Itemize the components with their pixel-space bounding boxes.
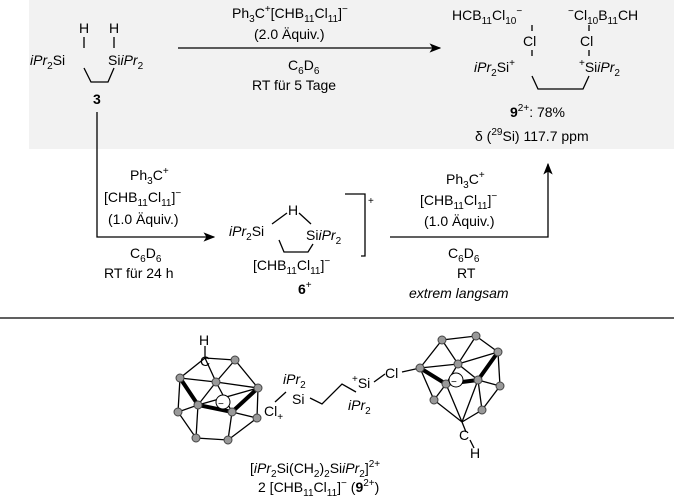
cage-charge: −	[451, 377, 457, 388]
compound-label-6: 6+	[298, 280, 312, 297]
atom-si: Si	[292, 391, 304, 407]
product-yield: 92+: 78%	[510, 103, 565, 120]
atom-cl: Cl+	[264, 403, 283, 423]
cage-atom	[453, 359, 463, 369]
bracket-charge: +	[368, 196, 374, 207]
reagent-anion: [CHB11Cl11]−	[104, 188, 181, 209]
silyl-group-right: SiiPr2	[108, 52, 144, 72]
carborane-anion-right: −Cl10B11CH	[568, 6, 638, 27]
silylium-left: iPr2Si+	[474, 58, 515, 79]
reaction-condition: RT für 24 h	[104, 265, 174, 281]
cage-atom	[437, 335, 447, 345]
charge-circle	[215, 394, 231, 410]
carborane-anion-left: HCB11Cl10−	[452, 6, 522, 27]
reagent-equiv: (1.0 Äquiv.)	[108, 211, 179, 227]
atom-c: C	[200, 353, 210, 369]
ethylene-bridge	[278, 239, 314, 253]
solvent: C6D6	[288, 57, 320, 77]
cage-atom	[495, 381, 505, 391]
bond	[298, 212, 312, 225]
ethylene-bridge	[309, 383, 357, 405]
cation-bracket	[345, 193, 366, 257]
cage-atom	[175, 373, 185, 383]
caption-cation: [iPr2Si(CH2)2SiiPr2]2+	[250, 459, 380, 480]
silyl-group-right: SiiPr2	[306, 227, 342, 247]
caption-anion: 2 [CHB11Cl11]− (92+)	[258, 478, 379, 498]
reagent-formula: Ph3C+	[446, 170, 485, 191]
cage-atom	[473, 375, 483, 385]
silylium-right: +Si	[352, 374, 370, 391]
atom-cl: Cl	[580, 33, 593, 49]
reagent-formula: Ph3C+	[130, 166, 169, 187]
cage-atom	[415, 363, 425, 373]
left-arrow-reagents: Ph3C+ [CHB11Cl11]− (1.0 Äquiv.) C6D6 RT …	[104, 166, 181, 281]
silyl-group-left: iPr2	[283, 371, 306, 391]
cage-atom	[252, 413, 262, 423]
top-arrow-reagents: Ph3C+[CHB11Cl11]− (2.0 Äquiv.) C6D6 RT f…	[232, 4, 348, 93]
bond	[274, 391, 287, 403]
structure-caption: [iPr2Si(CH2)2SiiPr2]2+ 2 [CHB11Cl11]− (9…	[250, 459, 380, 498]
counter-anion: [CHB11Cl11]−	[253, 256, 330, 277]
atom-h: H	[109, 20, 119, 36]
silyl-group-left: iPr2Si	[30, 52, 65, 72]
cage-atom	[223, 435, 233, 445]
cage-atom	[477, 405, 487, 415]
solvent: C6D6	[130, 245, 162, 265]
reaction-condition: RT für 5 Tage	[252, 77, 336, 93]
ethylene-bridge	[83, 67, 115, 83]
intermediate-molecule: H iPr2Si SiiPr2 + [CHB11Cl11]− 6+	[229, 193, 374, 297]
cage-atom	[253, 383, 263, 393]
atom-cl: Cl	[523, 33, 536, 49]
atom-h: H	[79, 20, 89, 36]
silyl-group-right: iPr2	[348, 397, 371, 417]
reaction-arrow-left	[96, 112, 216, 242]
bond	[461, 421, 467, 433]
bridging-hydride: H	[288, 202, 298, 218]
carborane-cage-left: − H C	[173, 332, 263, 445]
cage-atom	[493, 347, 503, 357]
silyl-group-left: iPr2Si	[229, 223, 264, 243]
cage-atom	[173, 407, 183, 417]
cage-atom	[471, 331, 481, 341]
atom-h: H	[470, 445, 480, 461]
bond	[271, 212, 288, 225]
cage-atom	[429, 395, 439, 405]
reaction-note: extrem langsam	[409, 285, 509, 301]
reagent-equiv: (2.0 Äquiv.)	[254, 26, 325, 42]
start-molecule: H H iPr2Si SiiPr2 3	[30, 20, 144, 107]
atom-c: C	[459, 427, 469, 443]
silylium-right: +SiiPr2	[579, 58, 620, 79]
cage-charge: −	[218, 399, 224, 410]
cage-atom	[211, 377, 221, 387]
reaction-condition: RT	[457, 265, 476, 281]
ethylene-bridge	[531, 75, 590, 90]
compound-label-3: 3	[93, 91, 101, 107]
bond	[373, 373, 386, 383]
cage-bold-edges	[178, 376, 260, 415]
cage-atom	[230, 355, 240, 365]
cage-atom	[193, 400, 203, 410]
structure-drawing: − H C Cl+ iPr2 Si +Si iPr2 Cl	[173, 331, 505, 461]
highlight-box	[29, 0, 674, 149]
cage-atom	[191, 433, 201, 443]
bond	[469, 439, 475, 449]
reagent-formula: Ph3C+[CHB11Cl11]−	[232, 4, 348, 25]
atom-h: H	[199, 332, 209, 348]
atom-cl: Cl	[385, 365, 398, 381]
solvent: C6D6	[448, 245, 480, 265]
cage-atom	[227, 407, 237, 417]
reaction-arrow-right	[390, 162, 553, 238]
reagent-anion: [CHB11Cl11]−	[420, 191, 497, 212]
reagent-equiv: (1.0 Äquiv.)	[424, 213, 495, 229]
carborane-cage-right: − C H	[415, 331, 505, 461]
nmr-shift: δ (29Si) 117.7 ppm	[475, 127, 589, 144]
right-arrow-reagents: Ph3C+ [CHB11Cl11]− (1.0 Äquiv.) C6D6 RT …	[409, 170, 509, 301]
charge-circle	[448, 372, 464, 388]
product-molecule: HCB11Cl10− −Cl10B11CH Cl Cl iPr2Si+ +Sii…	[452, 6, 638, 144]
